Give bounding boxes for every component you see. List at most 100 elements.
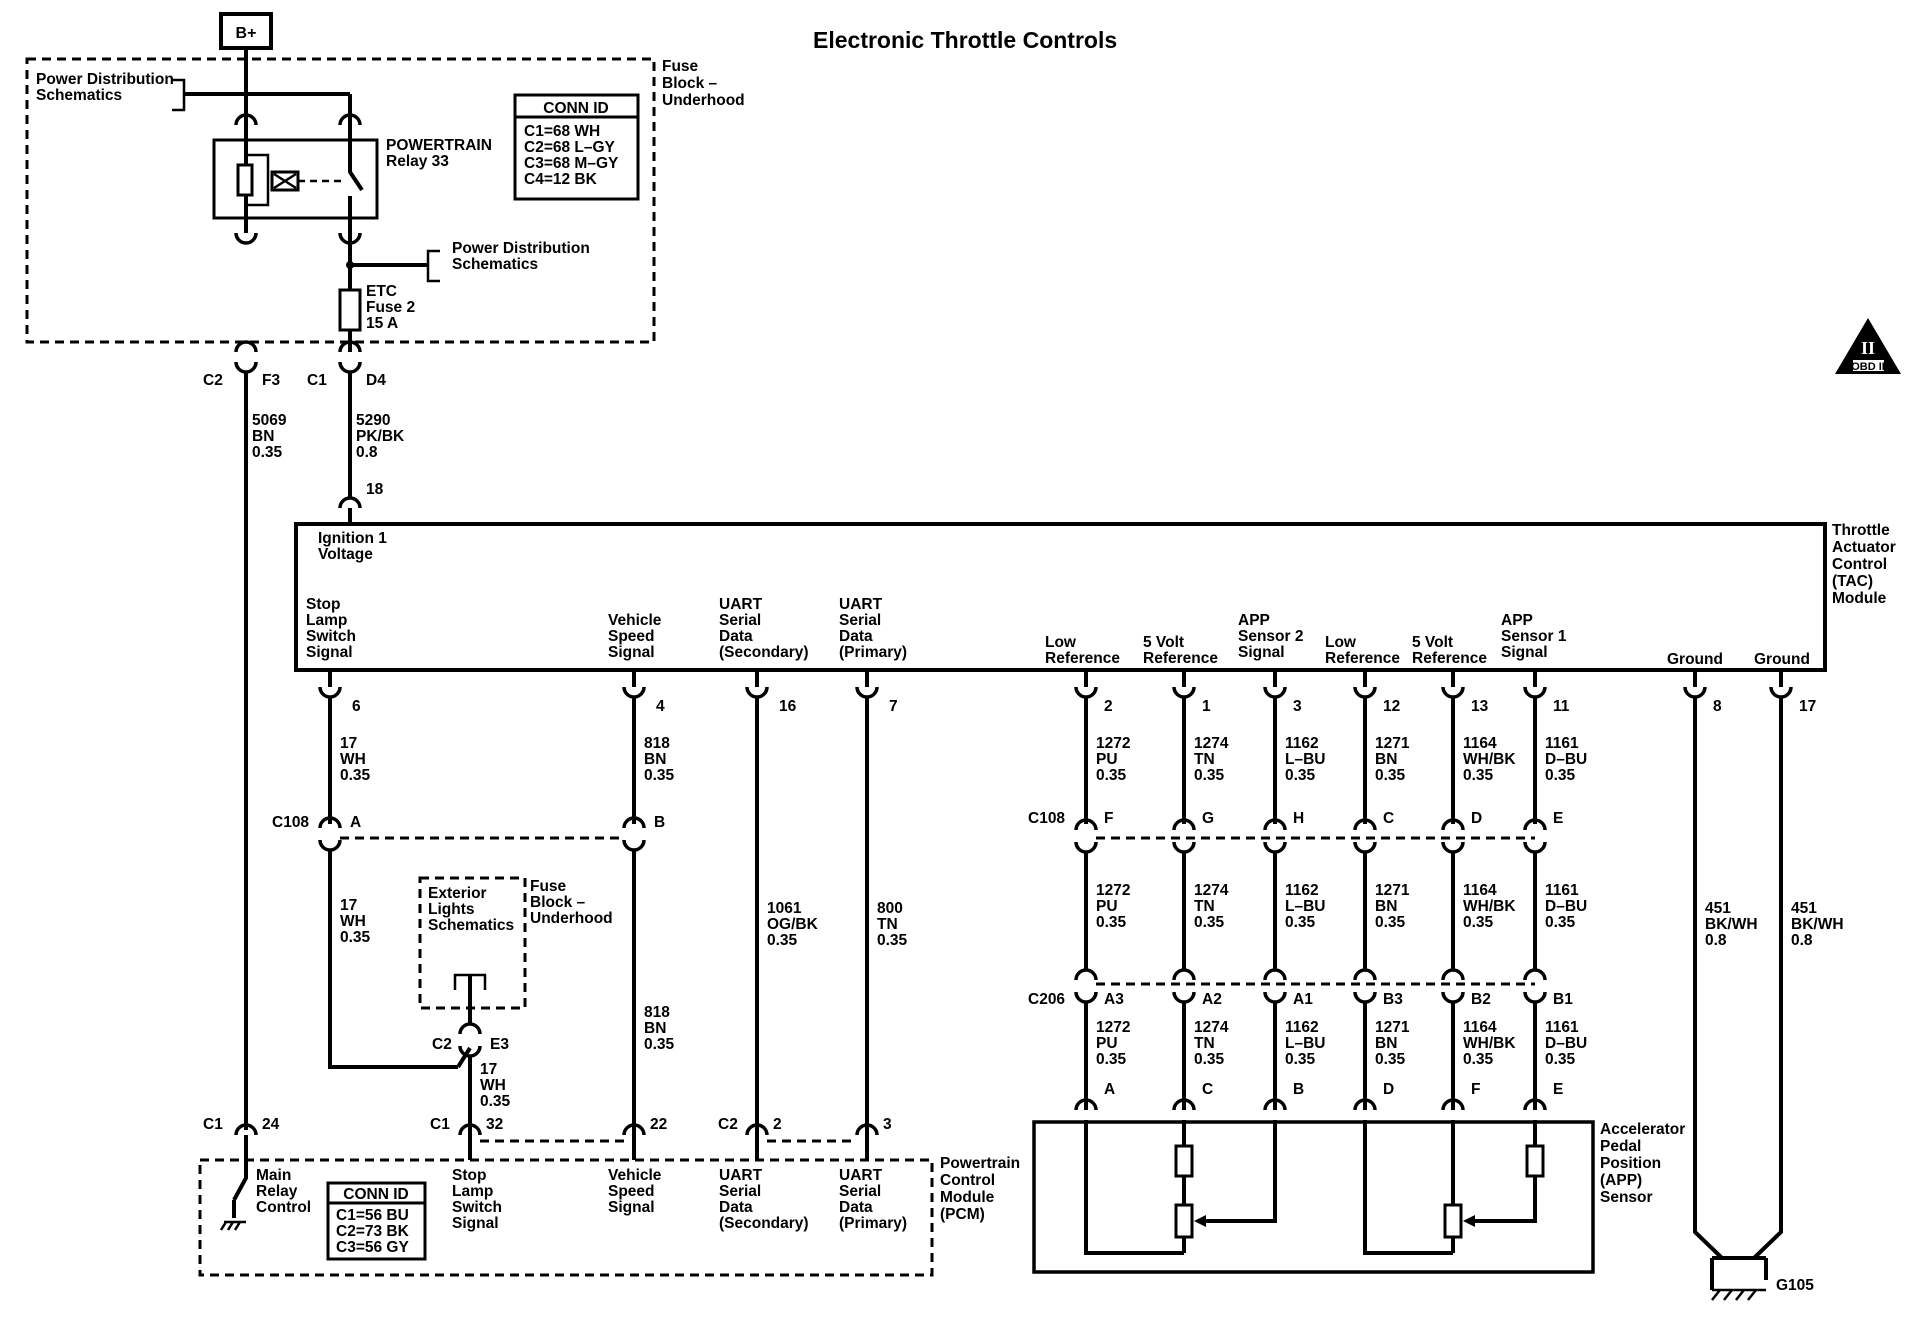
app-sensor-label: Accelerator Pedal Position (APP) Sensor bbox=[1600, 1121, 1690, 1206]
etc-fuse bbox=[338, 288, 362, 332]
fuse-conn-id-header: CONN ID bbox=[543, 100, 608, 117]
tac-label-uart-secondary: UART Serial Data (Secondary) bbox=[719, 596, 809, 661]
tac-label-vehicle-speed: Vehicle Speed Signal bbox=[608, 612, 666, 661]
pcm-pin-32: 32 bbox=[486, 1116, 503, 1133]
etc-fuse-label: ETC Fuse 2 15 A bbox=[366, 283, 419, 332]
tac-pin-6: 6 bbox=[352, 698, 361, 715]
obd-ii-icon: II OBD II bbox=[1835, 318, 1901, 374]
c108-left-id: C108 bbox=[272, 814, 309, 831]
wire-5069: 5069 BN 0.35 bbox=[252, 412, 291, 461]
pcm-conn-c2: C2 bbox=[718, 1116, 738, 1133]
tac-pin-11: 11 bbox=[1553, 698, 1570, 715]
pcm-label-uart-secondary: UART Serial Data (Secondary) bbox=[719, 1167, 809, 1232]
c206-pin-a1: A1 bbox=[1293, 991, 1313, 1008]
powertrain-relay bbox=[212, 138, 379, 220]
tac-label-ground-8: Ground bbox=[1667, 651, 1723, 668]
pcm-label: Powertrain Control Module (PCM) bbox=[940, 1155, 1024, 1223]
tac-label-5v-ref-2: 5 Volt Reference bbox=[1143, 634, 1218, 667]
tac-label-low-ref-2: Low Reference bbox=[1045, 634, 1120, 667]
c108-right-pin-d: D bbox=[1471, 810, 1482, 827]
app-sensor-box bbox=[1032, 1120, 1595, 1274]
app-sensor-pins bbox=[1074, 1098, 1547, 1111]
pcm-pin-3: 3 bbox=[883, 1116, 892, 1133]
tac-ignition-pin: 18 bbox=[366, 481, 384, 498]
exterior-pin: E3 bbox=[490, 1036, 509, 1053]
tac-pin-16: 16 bbox=[779, 698, 797, 715]
battery-label: B+ bbox=[236, 25, 257, 42]
c108-left-pin-b: B bbox=[654, 814, 665, 831]
c108-left-connector bbox=[318, 816, 646, 852]
pcm-conn-c1-b: C1 bbox=[430, 1116, 450, 1133]
power-distribution-label-1: Power Distribution Schematics bbox=[36, 71, 178, 104]
pcm-pin-2: 2 bbox=[773, 1116, 782, 1133]
fuse-block-label: Fuse Block – Underhood bbox=[662, 58, 745, 109]
ground-g105-icon bbox=[1710, 1256, 1768, 1301]
fuse-out-conn: C1 bbox=[307, 372, 327, 389]
ground-label: G105 bbox=[1776, 1277, 1814, 1294]
exterior-lights-boundary bbox=[418, 876, 527, 1010]
relay-out-conn: C2 bbox=[203, 372, 223, 389]
tac-label-uart-primary: UART Serial Data (Primary) bbox=[839, 596, 907, 661]
diagram-title: Electronic Throttle Controls bbox=[813, 27, 1117, 53]
exterior-lights-label: Exterior Lights Schematics bbox=[428, 885, 514, 934]
tac-label-app1-signal: APP Sensor 1 Signal bbox=[1501, 612, 1571, 661]
tac-pin-3: 3 bbox=[1293, 698, 1302, 715]
c206-id: C206 bbox=[1028, 991, 1065, 1008]
tac-label-low-ref-1: Low Reference bbox=[1325, 634, 1400, 667]
app-pin-f: F bbox=[1471, 1081, 1480, 1098]
obd-text: OBD II bbox=[1851, 361, 1885, 373]
pcm-label-uart-primary: UART Serial Data (Primary) bbox=[839, 1167, 907, 1232]
pcm-input-pins bbox=[234, 1123, 879, 1160]
obd-numeral: II bbox=[1861, 338, 1875, 358]
tac-pin-7: 7 bbox=[889, 698, 898, 715]
app-sensor-internals bbox=[1084, 1120, 1545, 1255]
relay-out-pin: F3 bbox=[262, 372, 280, 389]
exterior-fuse-block-label: Fuse Block – Underhood bbox=[530, 878, 613, 927]
tac-label-stop-lamp: Stop Lamp Switch Signal bbox=[306, 596, 360, 661]
c206-pin-a3: A3 bbox=[1104, 991, 1124, 1008]
tac-module-label: Throttle Actuator Control (TAC) Module bbox=[1832, 522, 1900, 607]
c108-right-pin-c: C bbox=[1383, 810, 1394, 827]
tac-label-ground-17: Ground bbox=[1754, 651, 1810, 668]
fuse-conn-id-rows: C1=68 WH C2=68 L–GY C3=68 M–GY C4=12 BK bbox=[524, 123, 622, 188]
pcm-label-vehicle-speed: Vehicle Speed Signal bbox=[608, 1167, 666, 1216]
pcm-conn-id-rows: C1=56 BU C2=73 BK C3=56 GY bbox=[336, 1207, 413, 1256]
pcm-pin-24: 24 bbox=[262, 1116, 280, 1133]
power-distribution-label-2: Power Distribution Schematics bbox=[452, 240, 594, 273]
tac-pin-8: 8 bbox=[1713, 698, 1722, 715]
exterior-conn: C2 bbox=[432, 1036, 452, 1053]
c108-right-pin-e: E bbox=[1553, 810, 1563, 827]
pcm-conn-id-table bbox=[326, 1181, 427, 1261]
c108-right-pin-g: G bbox=[1202, 810, 1214, 827]
app-pin-d: D bbox=[1383, 1081, 1394, 1098]
app-pin-e: E bbox=[1553, 1081, 1563, 1098]
c108-right-pin-h: H bbox=[1293, 810, 1304, 827]
tac-pin-4: 4 bbox=[656, 698, 665, 715]
c206-pin-b1: B1 bbox=[1553, 991, 1573, 1008]
app-pin-b: B bbox=[1293, 1081, 1304, 1098]
